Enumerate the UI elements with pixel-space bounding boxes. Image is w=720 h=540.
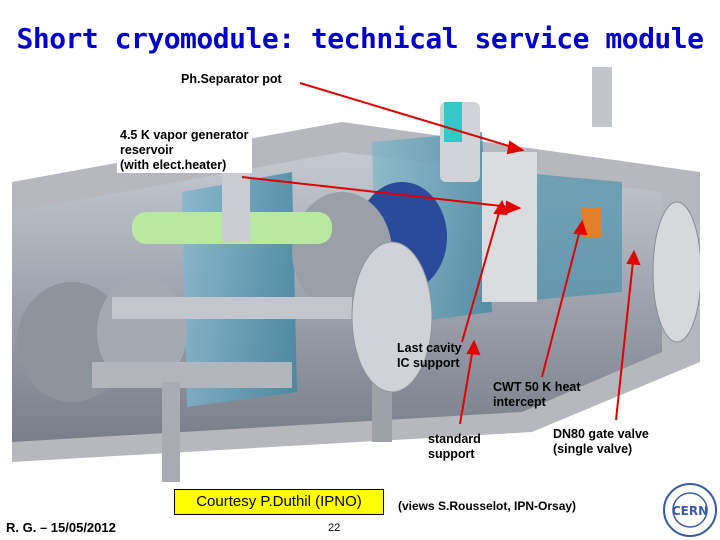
slide-title: Short cryomodule: technical service modu… [16, 22, 704, 55]
cern-logo-icon: CERN [663, 483, 717, 537]
courtesy-box: Courtesy P.Duthil (IPNO) [174, 489, 384, 515]
views-credit: (views S.Rousselot, IPN-Orsay) [398, 499, 577, 513]
label-gate-valve: DN80 gate valve (single valve) [553, 427, 649, 456]
svg-text:CERN: CERN [672, 504, 708, 518]
label-vapor-generator: 4.5 K vapor generator reservoir (with el… [117, 128, 252, 173]
author-date: R. G. – 15/05/2012 [6, 520, 116, 535]
label-phase-separator: Ph.Separator pot [178, 72, 285, 87]
label-cwt-intercept: CWT 50 K heat intercept [493, 380, 581, 409]
label-standard-support: standard support [428, 432, 481, 461]
cryomodule-illustration [12, 67, 700, 482]
label-last-cavity: Last cavity IC support [397, 341, 462, 370]
page-number: 22 [328, 522, 341, 534]
